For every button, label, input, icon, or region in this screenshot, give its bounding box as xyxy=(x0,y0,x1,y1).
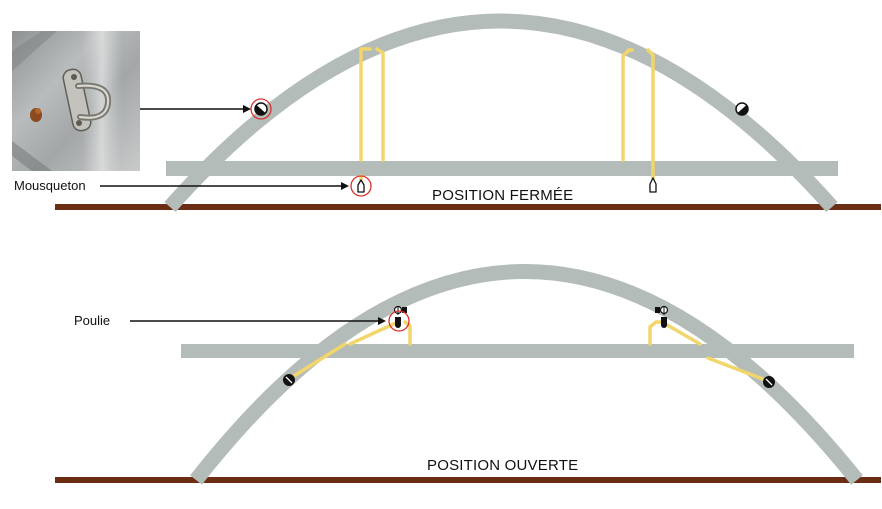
anchor-icon-right-closed xyxy=(735,102,749,116)
label-poulie: Poulie xyxy=(74,313,111,328)
anchor-icon-left-closed xyxy=(254,102,268,116)
label-mousqueton: Mousqueton xyxy=(14,178,86,193)
arrow-mousqueton xyxy=(100,182,349,190)
pulley-icon-right xyxy=(655,305,669,328)
anchor-icon-left-open xyxy=(283,374,295,386)
ground-line-closed xyxy=(55,204,881,210)
ground-line-open xyxy=(55,477,881,483)
highlight-circle-pulley xyxy=(388,310,410,332)
ropes-closed xyxy=(359,47,655,182)
carabiner-eye-bolt-photo xyxy=(12,31,140,171)
carabiner-icon-right xyxy=(649,177,657,193)
arrow-poulie xyxy=(130,317,386,325)
highlight-circle-carabiner xyxy=(350,175,372,197)
arrow-photo-to-anchor xyxy=(140,105,251,113)
title-position-fermee: POSITION FERMÉE xyxy=(432,187,574,204)
anchor-icon-right-open xyxy=(763,376,775,388)
title-position-ouverte: POSITION OUVERTE xyxy=(427,457,579,474)
panel-open xyxy=(181,344,854,358)
pulley-icon-left xyxy=(393,305,407,328)
panel-closed xyxy=(166,161,838,176)
carabiner-icon-left xyxy=(357,179,365,193)
arch-closed xyxy=(164,13,838,212)
